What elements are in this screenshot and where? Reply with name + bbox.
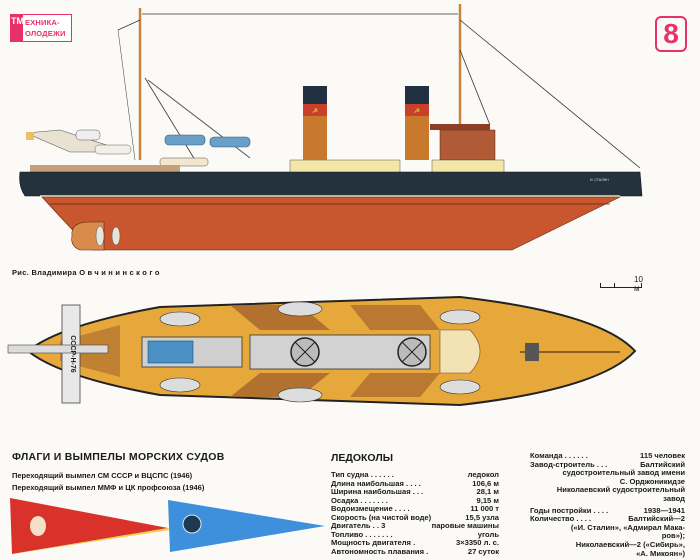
pennants <box>10 498 325 554</box>
icebreaker-side-view: ☭ ☭ И. СТАЛИН <box>19 4 643 251</box>
red-pennant <box>10 498 168 554</box>
scale-label: 10 м <box>634 275 643 293</box>
count-line: «А. Микоян») <box>636 548 685 558</box>
credit-name: Овчининского <box>79 268 162 277</box>
icebreaker-plan-view: СССР-Н-76 <box>7 295 637 407</box>
spec-row: Водоизмещение . . . .11 000 т <box>331 504 499 513</box>
pennant-2-label: Переходящий вымпел ММФ и ЦК профсоюза (1… <box>12 483 205 492</box>
magazine-logo: ТМ ЕХНИКА- ОЛОДЕЖИ <box>10 14 72 42</box>
pennant-1-label: Переходящий вымпел СМ СССР и ВЦСПС (1946… <box>12 471 193 480</box>
spec-row: Скорость (на чистой воде)15,5 узла <box>331 512 499 522</box>
logo-line-2: ОЛОДЕЖИ <box>25 29 66 38</box>
illustration-credit: Рис. Владимира Овчининского <box>12 268 162 277</box>
funnel-fore: ☭ <box>405 86 429 160</box>
lifeboat <box>209 136 251 148</box>
windlass <box>525 343 539 361</box>
spec-row: Мощность двигателя .3×3350 л. с. <box>331 538 499 547</box>
count-line: ров»); <box>661 531 685 541</box>
specs-table: Тип судна . . . . . .ледокол Длина наибо… <box>331 470 499 556</box>
builder-line: судостроительный завод имени <box>562 468 686 478</box>
flags-section-title: ФЛАГИ И ВЫМПЕЛЫ МОРСКИХ СУДОВ <box>12 451 225 463</box>
portrait-emblem <box>30 516 46 536</box>
lifeboat <box>164 134 206 146</box>
funnel-aft: ☭ <box>303 86 327 160</box>
spec-row: Тип судна . . . . . .ледокол <box>331 470 499 479</box>
specs-title: ЛЕДОКОЛЫ <box>331 452 393 464</box>
hull-lower <box>41 196 621 251</box>
svg-text:☭: ☭ <box>414 107 420 115</box>
propeller <box>95 225 105 247</box>
seaplane-marking: СССР-Н-76 <box>69 335 76 372</box>
hull-upper <box>19 171 643 197</box>
spec-row: Автономность плавания .27 суток <box>331 546 499 556</box>
hull-name-marking: И. СТАЛИН <box>590 178 609 182</box>
bridge-plan <box>439 329 481 374</box>
seaplane-plan: СССР-Н-76 <box>7 304 109 404</box>
spec-row: Топливо . . . . . . .уголь <box>331 529 499 539</box>
lifeboat-plan <box>277 301 323 317</box>
builder-line: Николаевский судостроительный <box>556 485 685 495</box>
builder-line: С. Орджоникидзе <box>619 476 685 486</box>
spec-row: Ширина наибольшая . . .28,1 м <box>331 487 499 496</box>
svg-text:☭: ☭ <box>312 107 318 115</box>
crew-row: Команда . . . . . .115 человек <box>530 451 685 460</box>
builder-row: Завод-строитель . . .Балтийский <box>530 459 685 469</box>
blue-boats <box>147 340 194 364</box>
logo-initials: ТМ <box>11 15 24 41</box>
spec-row: Длина наибольшая . . . .106,6 м <box>331 478 499 488</box>
build-info: Команда . . . . . .115 человек Завод-стр… <box>530 451 686 558</box>
credit-prefix: Рис. Владимира <box>12 268 77 277</box>
spec-row: Осадка . . . . . . .9,15 м <box>331 495 499 505</box>
emblem-icon <box>182 514 202 534</box>
count-line: («И. Сталин», «Адмирал Мака- <box>570 522 685 532</box>
lifeboat-plan <box>277 387 323 403</box>
logo-line-1: ЕХНИКА- <box>25 18 60 27</box>
bridge <box>439 129 496 161</box>
seaplane <box>25 129 132 155</box>
blue-pennant <box>168 500 325 552</box>
count-line: Николаевский—2 («Сибирь», <box>575 539 685 549</box>
builder-line: завод <box>663 493 685 503</box>
page-number: 8 <box>655 16 687 52</box>
count-row: Количество . . . .Балтийский—2 <box>530 514 685 524</box>
years-row: Годы постройки . . . .1938—1941 <box>530 505 685 515</box>
